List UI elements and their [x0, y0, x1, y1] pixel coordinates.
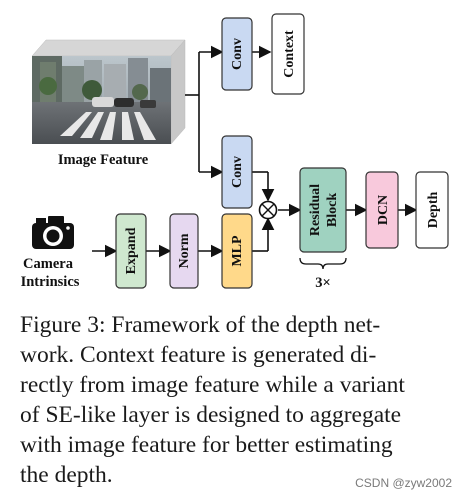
dcn-box: DCN: [365, 171, 399, 249]
conv-top-box: Conv: [221, 17, 253, 91]
residual-block-box: Residual Block: [299, 167, 347, 253]
conv-mid-box: Conv: [221, 135, 253, 209]
norm-label: Norm: [177, 233, 192, 268]
caption-line: work. Context feature is generated di-: [20, 342, 377, 368]
camera-label-line2: Intrinsics: [21, 274, 80, 290]
camera-label-line1: Camera: [23, 256, 74, 272]
caption-line: Figure 3: Framework of the depth net-: [20, 312, 381, 338]
residual-label-line1: Residual: [308, 184, 323, 236]
caption-line: with image feature for better estimating: [20, 432, 393, 458]
watermark: CSDN @zyw2002: [355, 476, 452, 490]
image-feature-thumbnail: [31, 39, 186, 145]
depth-box: Depth: [415, 171, 449, 249]
figure-caption: Figure 3: Framework of the depth net- wo…: [20, 310, 460, 490]
depth-label: Depth: [426, 192, 441, 229]
image-feature-label: Image Feature: [58, 152, 149, 168]
caption-line: rectly from image feature while a varian…: [20, 372, 405, 398]
context-label: Context: [282, 30, 297, 78]
mlp-label: MLP: [230, 235, 245, 267]
dcn-label: DCN: [376, 195, 391, 225]
mlp-box: MLP: [221, 213, 253, 289]
repeat-label: 3×: [315, 275, 331, 291]
conv-top-label: Conv: [230, 38, 245, 70]
caption-line: the depth.: [20, 462, 113, 488]
camera-icon: [32, 216, 74, 249]
conv-mid-label: Conv: [230, 156, 245, 188]
norm-box: Norm: [169, 213, 199, 289]
repeat-brace: [299, 257, 347, 270]
residual-label-line2: Block: [325, 193, 340, 227]
depth-network-diagram: Image Feature Camera Intrinsics: [21, 13, 449, 291]
caption-line: of SE-like layer is designed to aggregat…: [20, 402, 402, 428]
expand-label: Expand: [124, 227, 139, 274]
expand-box: Expand: [115, 213, 147, 289]
context-box: Context: [271, 13, 305, 95]
